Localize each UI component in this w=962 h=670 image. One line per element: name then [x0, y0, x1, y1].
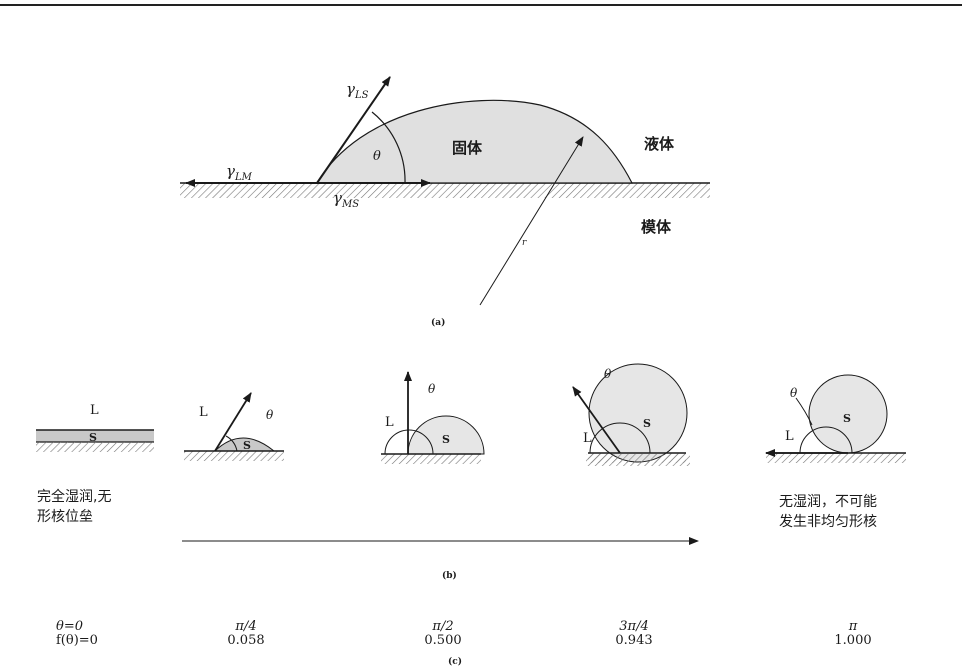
substrate-hatch [184, 451, 284, 461]
liquid-label: 液体 [644, 135, 675, 153]
solid-label: 固体 [452, 139, 483, 157]
note-line-1: 无湿润，不可能 [779, 494, 877, 510]
liquid-label: L [385, 415, 394, 430]
substrate-label: 模体 [641, 218, 672, 236]
caption-c: (c) [448, 657, 462, 667]
angle-label: π/2 [432, 619, 454, 634]
column-theta-0: θ=0 f(θ)=0 [56, 620, 98, 648]
theta-leader [795, 397, 813, 426]
cap-solid [407, 415, 485, 455]
radius-label: r [522, 238, 527, 248]
gamma-ls-label: γLS [346, 80, 369, 101]
f-theta-value: 0.058 [227, 633, 265, 648]
theta-label: θ [428, 382, 436, 396]
theta-label-a: θ [373, 149, 381, 164]
column-3pi-4: 3π/4 0.943 [606, 620, 662, 648]
substrate-hatch [36, 442, 154, 452]
top-rule [0, 4, 962, 6]
theta-arc [371, 111, 406, 184]
f-theta-value: f(θ)=0 [56, 633, 98, 648]
reference-arc [799, 426, 853, 454]
liquid-label: L [583, 431, 592, 446]
solid-label: S [843, 412, 851, 425]
substrate-hatch [381, 454, 481, 464]
solid-label: S [643, 417, 651, 430]
cap-solid [315, 99, 633, 184]
f-theta-value: 0.500 [424, 633, 462, 648]
note-line-1: 完全湿润,无 [37, 489, 112, 505]
gamma-ls-vector [316, 76, 391, 184]
liquid-vector [572, 386, 621, 454]
panel-a: γLS γLM γMS θ 固体 液体 模体 r (a) [180, 76, 710, 328]
angle-label: π/4 [235, 619, 257, 634]
note-no-wetting: 无湿润，不可能 发生非均匀形核 [779, 492, 877, 532]
radius-vector [479, 136, 584, 306]
case-theta-pi-4: L θ S [184, 392, 284, 461]
theta-label: θ [266, 408, 274, 422]
reference-arc [384, 429, 434, 455]
liquid-vector [214, 392, 252, 452]
angle-label: θ=0 [56, 619, 83, 634]
solid-label: S [89, 431, 97, 444]
gamma-ms-label: γMS [333, 189, 359, 210]
substrate-hatch [180, 183, 710, 198]
case-theta-pi: L θ S [765, 374, 906, 463]
theta-label: θ [604, 367, 612, 381]
case-theta-pi-2: L θ S [381, 371, 485, 464]
theta-label: θ [790, 386, 798, 400]
case-theta-0: L S [36, 403, 154, 452]
angle-label: 3π/4 [619, 619, 649, 634]
theta-arc [225, 435, 238, 452]
note-line-2: 形核位垒 [37, 509, 93, 525]
f-theta-value: 1.000 [834, 633, 872, 648]
f-theta-value: 0.943 [615, 633, 653, 648]
caption-b: (b) [442, 570, 457, 581]
case-theta-3pi-4: L θ S [572, 363, 690, 466]
panel-b: L S L θ S L θ S [36, 363, 906, 581]
substrate-hatch [766, 453, 906, 463]
caption-a: (a) [431, 317, 445, 328]
note-complete-wetting: 完全湿润,无 形核位垒 [37, 487, 111, 527]
column-pi-2: π/2 0.500 [415, 620, 471, 648]
liquid-label: L [199, 405, 208, 420]
solid-film [36, 430, 154, 442]
column-pi: π 1.000 [825, 620, 881, 648]
solid-label: S [442, 433, 450, 446]
liquid-label: L [785, 429, 794, 444]
cap-mask [586, 454, 690, 466]
reference-arc [589, 422, 651, 454]
column-pi-4: π/4 0.058 [218, 620, 274, 648]
liquid-label: L [90, 403, 99, 418]
solid-label: S [243, 439, 251, 452]
note-line-2: 发生非均匀形核 [779, 514, 877, 530]
angle-label: π [848, 619, 858, 634]
gamma-lm-label: γLM [226, 162, 253, 183]
